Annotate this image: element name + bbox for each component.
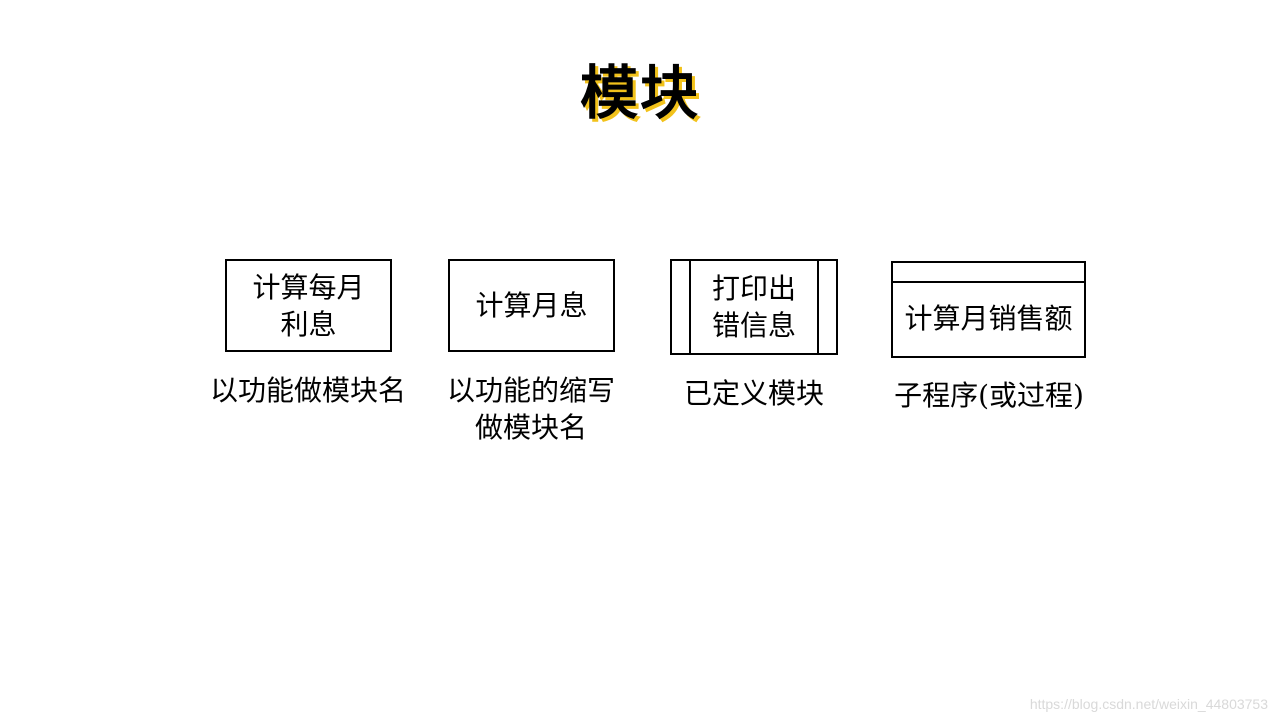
- module-caption-abbreviation-name: 以功能的缩写 做模块名: [446, 374, 615, 444]
- page-title: 模块: [579, 59, 700, 127]
- subroutine-module-box: 计算月销售额: [891, 261, 1086, 358]
- module-caption-predefined: 已定义模块: [683, 377, 824, 410]
- module-caption-function-name: 以功能做模块名: [209, 374, 406, 407]
- module-box-label: 计算月息: [475, 289, 588, 322]
- predefined-right-bar: [817, 261, 819, 353]
- predefined-left-bar: [689, 261, 691, 353]
- module-box-label: 计算月销售额: [904, 302, 1073, 335]
- module-box-label: 打印出 错信息: [711, 272, 796, 342]
- predefined-module-box: 打印出 错信息: [670, 259, 838, 355]
- subroutine-top-bar: [893, 281, 1084, 283]
- module-box-monthly-rate: 计算月息: [448, 259, 615, 352]
- source-watermark: https://blog.csdn.net/weixin_44803753: [1029, 696, 1268, 712]
- module-caption-subroutine: 子程序(或过程): [894, 379, 1084, 412]
- module-box-label: 计算每月 利息: [252, 270, 365, 341]
- module-box-monthly-interest: 计算每月 利息: [225, 259, 392, 352]
